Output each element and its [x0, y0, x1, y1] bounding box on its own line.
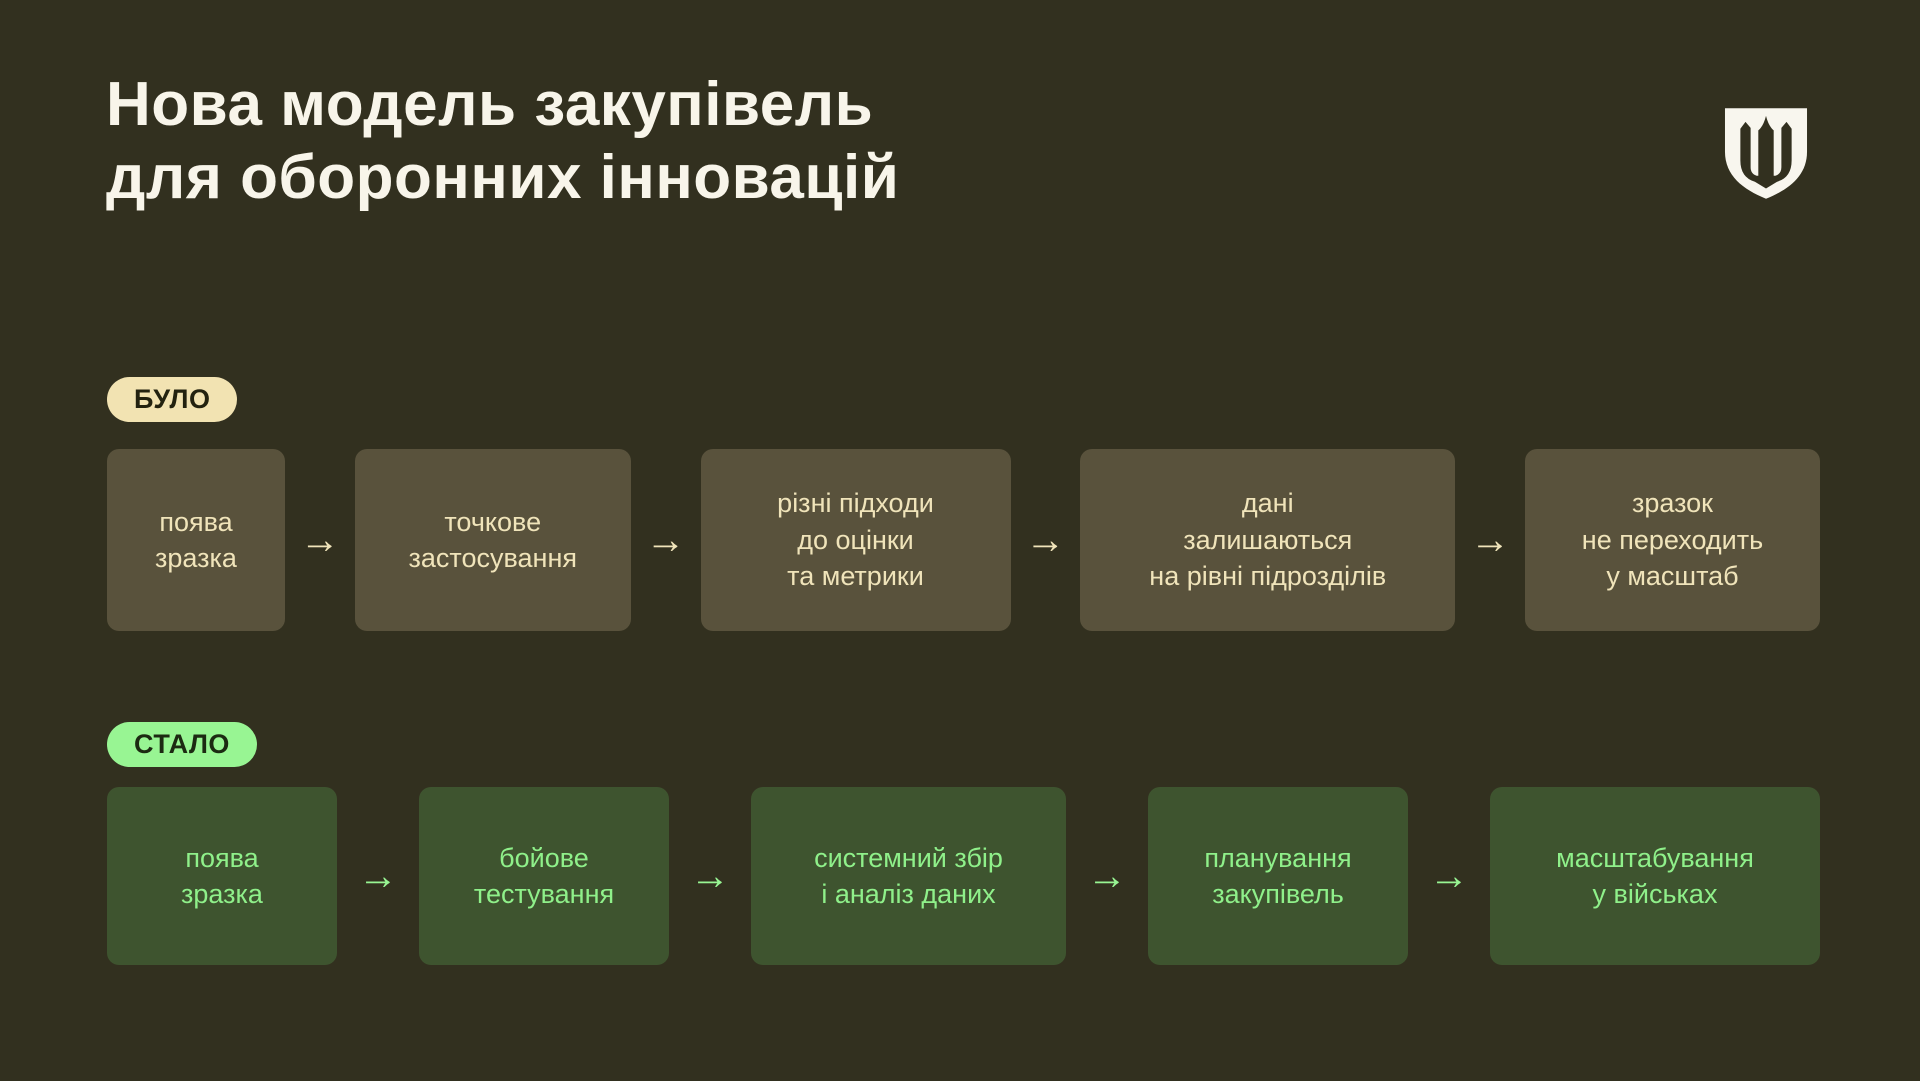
right-arrow-icon: → — [1470, 518, 1511, 562]
page-title-line2: для оборонних інновацій — [106, 143, 900, 213]
flow-step: планування закупівель — [1148, 787, 1408, 965]
flow-step: зразок не переходить у масштаб — [1525, 449, 1820, 631]
flow-step: різні підходи до оцінки та метрики — [700, 449, 1011, 631]
flow-step: точкове застосування — [354, 449, 631, 631]
right-arrow-icon: → — [645, 518, 686, 562]
status-badge-became: СТАЛО — [107, 722, 257, 767]
flow-step: поява зразка — [107, 787, 337, 965]
flow-step: бойове тестування — [419, 787, 669, 965]
right-arrow-icon: → — [1429, 854, 1469, 898]
flow-step: системний збір і аналіз даних — [751, 787, 1066, 965]
right-arrow-icon: → — [299, 518, 340, 562]
flow-row-became: поява зразка → бойове тестування → систе… — [107, 787, 1820, 965]
flow-step: масштабування у військах — [1490, 787, 1820, 965]
right-arrow-icon: → — [1087, 854, 1127, 898]
status-badge-was: БУЛО — [107, 377, 238, 422]
flow-row-was: поява зразка → точкове застосування → рі… — [107, 449, 1820, 631]
flow-step: дані залишаються на рівні підрозділів — [1080, 449, 1456, 631]
right-arrow-icon: → — [690, 854, 730, 898]
page-title-line1: Нова модель закупівель — [106, 70, 874, 139]
page-title: Нова модель закупівель для оборонних інн… — [106, 68, 899, 214]
flow-step: поява зразка — [107, 449, 285, 631]
ukraine-trident-shield-icon — [1719, 102, 1813, 205]
right-arrow-icon: → — [358, 854, 398, 898]
right-arrow-icon: → — [1025, 518, 1066, 562]
